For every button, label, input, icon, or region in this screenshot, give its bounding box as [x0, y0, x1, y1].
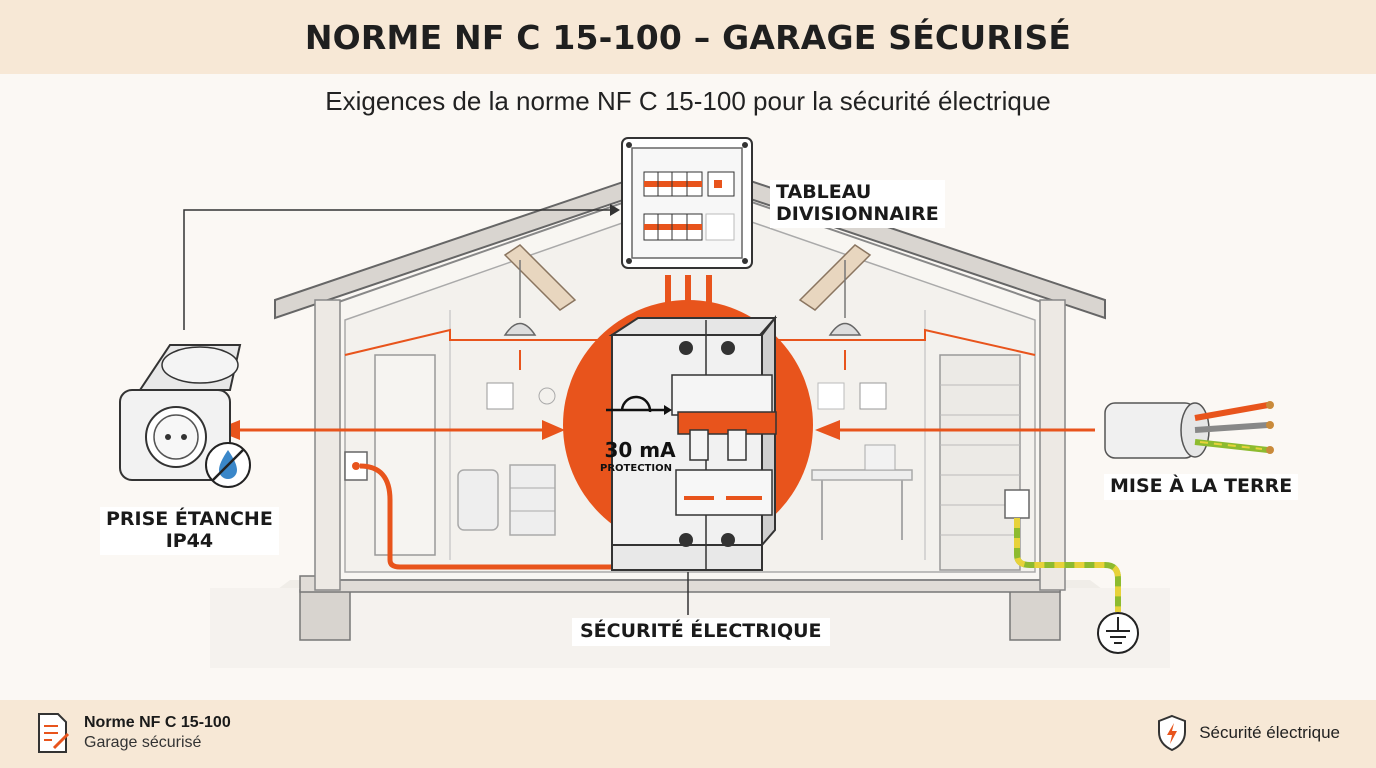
- ground-cable: [1004, 489, 1121, 612]
- ground-cable-end: [1104, 401, 1274, 459]
- distribution-panel: [621, 137, 753, 269]
- footer-badge: Sécurité électrique: [1199, 723, 1340, 742]
- footer-subtitle: Garage sécurisé: [84, 734, 202, 751]
- footer-left: Norme NF C 15-100 Garage sécurisé: [36, 712, 231, 754]
- ceiling-lamp-right: [828, 260, 862, 336]
- wiring: [344, 328, 1036, 370]
- waterproof-socket: [119, 344, 242, 481]
- footer-right: Sécurité électrique: [1157, 714, 1340, 752]
- footer-text: Norme NF C 15-100 Garage sécurisé: [84, 714, 231, 752]
- label-terre: MISE À LA TERRE: [1104, 474, 1299, 500]
- rcd-breaker: [608, 315, 778, 571]
- footer-title: Norme NF C 15-100: [84, 714, 231, 731]
- page-subtitle: Exigences de la norme NF C 15-100 pour l…: [325, 86, 1051, 116]
- arrow-right: [815, 420, 1095, 440]
- socket-to-panel-arrowhead: [610, 204, 620, 216]
- wall-icon-wrench: [859, 382, 887, 410]
- workbench: [811, 444, 913, 540]
- breaker-rating: 30 mA: [604, 438, 676, 462]
- label-tableau: TABLEAU DIVISIONNAIRE: [770, 180, 945, 228]
- garage-door: [939, 354, 1021, 571]
- wall-icon-drill: [817, 382, 845, 410]
- label-securite: SÉCURITÉ ÉLECTRIQUE: [572, 618, 830, 646]
- drawer-cabinet: [509, 464, 556, 536]
- barrel: [457, 469, 499, 531]
- label-prise: PRISE ÉTANCHE IP44: [100, 507, 279, 555]
- side-door: [374, 354, 436, 556]
- ceiling-lamp-left: [503, 260, 537, 336]
- breaker-caption: PROTECTION: [600, 463, 672, 474]
- wall-icon-tool: [486, 382, 514, 410]
- no-water-icon: [205, 442, 251, 488]
- socket-to-panel-line: [183, 209, 610, 330]
- page-title: NORME NF C 15-100 – GARAGE SÉCURISÉ: [304, 17, 1072, 57]
- shield-bolt-icon: [1158, 714, 1187, 752]
- ground-symbol-icon: [1097, 612, 1139, 654]
- rotate-arrow-icon: [606, 395, 672, 415]
- connection-bars: [665, 275, 712, 313]
- footer: Norme NF C 15-100 Garage sécurisé Sécuri…: [0, 700, 1376, 768]
- wall-icon-light: [538, 387, 556, 405]
- document-pen-icon: [38, 713, 70, 753]
- header-banner: NORME NF C 15-100 – GARAGE SÉCURISÉ: [0, 0, 1376, 74]
